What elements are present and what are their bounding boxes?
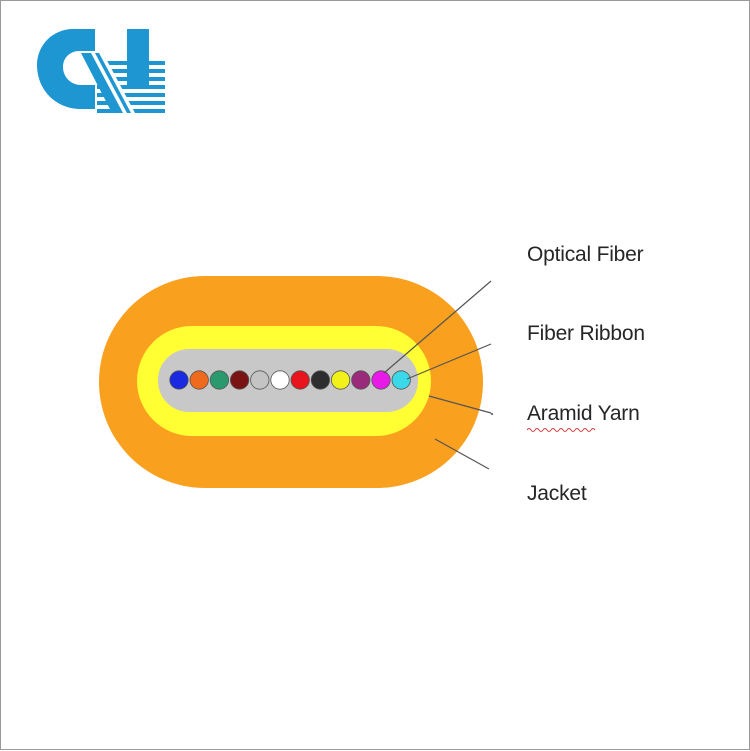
optical-fiber-1 [169, 370, 189, 390]
optical-fiber-4 [230, 370, 250, 390]
company-logo [37, 29, 165, 113]
optical-fiber-11 [371, 370, 391, 390]
optical-fiber-10 [351, 370, 371, 390]
logo-l-bar [127, 29, 149, 89]
optical-fiber-8 [310, 370, 330, 390]
label-aramid-yarn: Aramid Yarn [527, 402, 640, 425]
optical-fibers [169, 370, 411, 390]
optical-fiber-12 [391, 370, 411, 390]
leader-line-fiber-ribbon [406, 343, 492, 380]
optical-fiber-2 [189, 370, 209, 390]
leader-line-jacket [434, 438, 490, 470]
optical-fiber-5 [250, 370, 270, 390]
optical-fiber-6 [270, 370, 290, 390]
spellcheck-underline [527, 428, 596, 432]
logo-c-shape [37, 29, 95, 109]
leader-line-optical-fiber [383, 280, 492, 374]
optical-fiber-3 [209, 370, 229, 390]
optical-fiber-9 [330, 370, 351, 390]
label-fiber-ribbon: Fiber Ribbon [527, 322, 645, 345]
optical-fiber-7 [290, 370, 310, 390]
leader-line-aramid-yarn [428, 395, 492, 414]
label-optical-fiber: Optical Fiber [527, 243, 644, 266]
label-jacket: Jacket [527, 482, 587, 505]
leader-dot [490, 412, 494, 416]
